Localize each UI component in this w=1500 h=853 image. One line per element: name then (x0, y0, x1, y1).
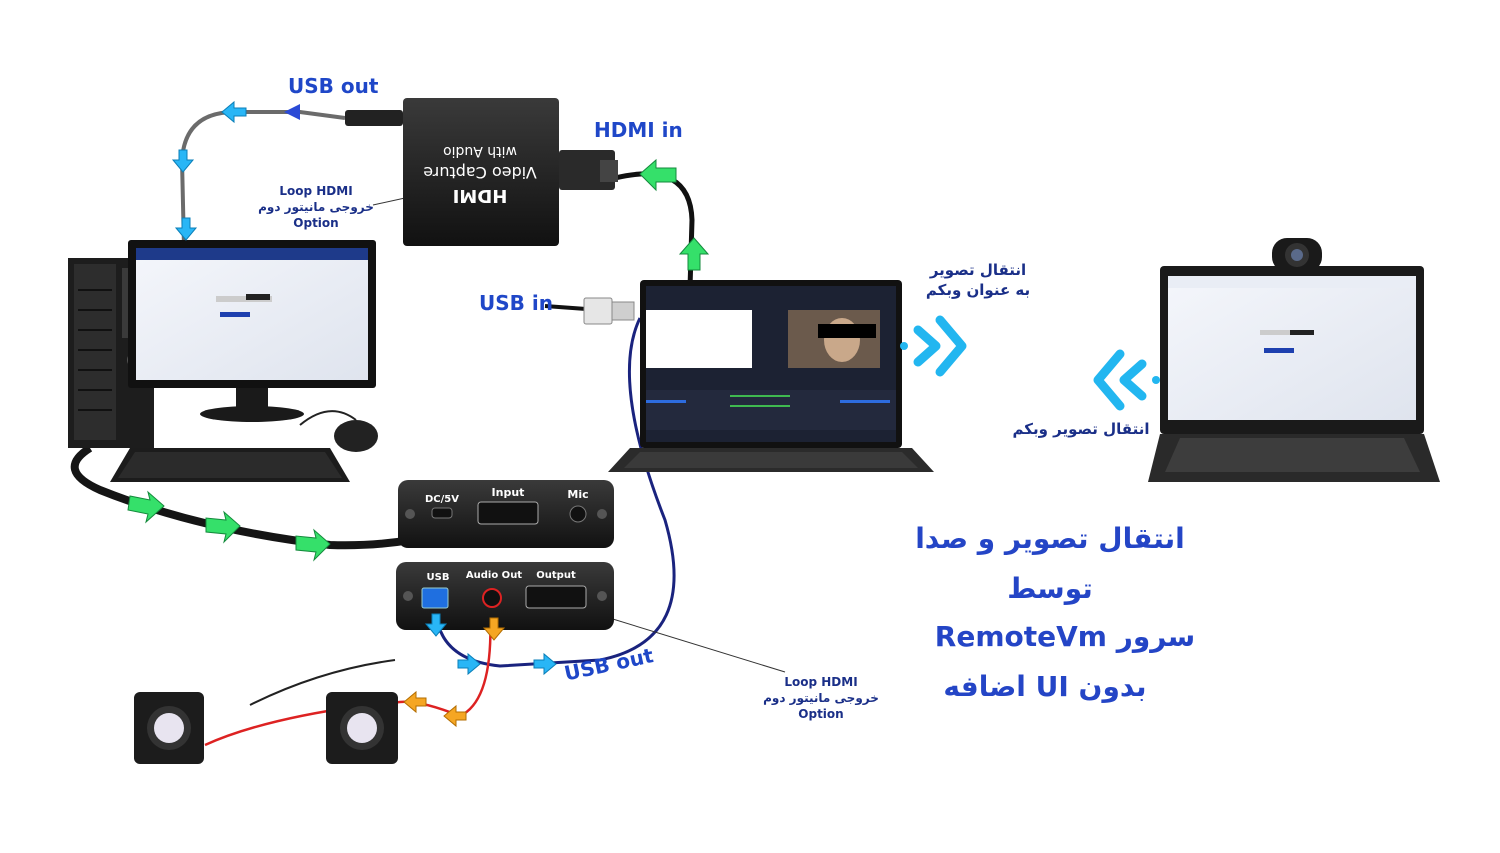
mouse (299, 410, 378, 452)
arrow-icon (443, 704, 467, 728)
hdmi-capture-device: HDMI Video Capture with Audio (345, 98, 618, 246)
signal-in-icon (1093, 349, 1160, 411)
note-line: خروجی مانیتور دوم (763, 691, 879, 705)
webcam (1272, 238, 1322, 272)
remote-laptop (1148, 266, 1440, 482)
arrow-icon (171, 149, 195, 173)
label-usb-out-top: USB out (288, 74, 379, 98)
keyboard (110, 448, 350, 482)
green-arrows (127, 158, 710, 562)
label-usb-in: USB in (479, 291, 553, 315)
label-transfer-webcam: انتقال تصویر وبکم (1012, 420, 1150, 438)
note-loop-hdmi-top: Loop HDMI خروجی مانیتور دوم Option (256, 183, 376, 231)
arrow-icon (639, 158, 677, 192)
capture-line1: Video Capture (423, 163, 537, 182)
arrow-icon (482, 617, 506, 641)
note-line: Option (293, 216, 339, 230)
label-hdmi-in: HDMI in (594, 118, 683, 142)
arrow-icon (533, 652, 557, 676)
arrow-icon (678, 237, 710, 271)
arrow-icon (295, 528, 331, 562)
capture-box-output-side: USB Audio Out Output (396, 562, 614, 630)
label-transfer-as-webcam: انتقال تصویر به عنوان وبکم (918, 260, 1038, 300)
headline-line-1: انتقال تصویر و صدا (915, 522, 1185, 555)
note-line: Loop HDMI (279, 184, 353, 198)
arrow-icon (424, 613, 448, 637)
signal-out-icon (900, 315, 967, 377)
arrow-icon (174, 217, 198, 241)
label-line: به عنوان وبکم (925, 281, 1031, 299)
arrow-icon (205, 510, 241, 544)
hdmi-in-cable (614, 171, 695, 289)
loop-line-top (372, 197, 406, 206)
arrow-icon (403, 690, 427, 714)
orange-arrows (403, 617, 506, 728)
usb-out-cable-bottom (434, 317, 676, 668)
headline-line-2: توسط (1007, 572, 1093, 605)
arrow-icon (127, 490, 165, 524)
label-line: انتقال تصویر (929, 261, 1027, 279)
capture-box-input-side: DC/5V Input Mic (398, 480, 614, 548)
arrow-icon (284, 104, 300, 120)
headline-line-3: سرور RemoteVm (934, 620, 1196, 653)
cyan-arrows (171, 100, 557, 676)
audio-jack-cable (249, 659, 396, 706)
port-mic: Mic (567, 488, 588, 501)
usb-plug (583, 297, 635, 325)
port-output: Output (536, 570, 576, 581)
speaker-left (134, 692, 204, 764)
port-usb: USB (427, 572, 450, 583)
port-audio-out: Audio Out (466, 570, 522, 581)
note-line: Loop HDMI (784, 675, 858, 689)
headline-line-4: بدون UI اضافه (943, 670, 1147, 703)
arrow-icon (221, 100, 247, 124)
arrow-icon (457, 652, 481, 676)
port-dc: DC/5V (425, 494, 459, 505)
speaker-right (326, 692, 398, 764)
note-loop-hdmi-bottom: Loop HDMI خروجی مانیتور دوم Option (760, 674, 882, 722)
loop-line-bottom (589, 611, 786, 673)
desktop-monitor (128, 240, 376, 422)
port-input: Input (492, 486, 525, 499)
capture-line2: with Audio (443, 143, 517, 159)
main-laptop (608, 280, 934, 472)
note-line: خروجی مانیتور دوم (258, 200, 374, 214)
capture-brand: HDMI (453, 185, 508, 206)
note-line: Option (798, 707, 844, 721)
